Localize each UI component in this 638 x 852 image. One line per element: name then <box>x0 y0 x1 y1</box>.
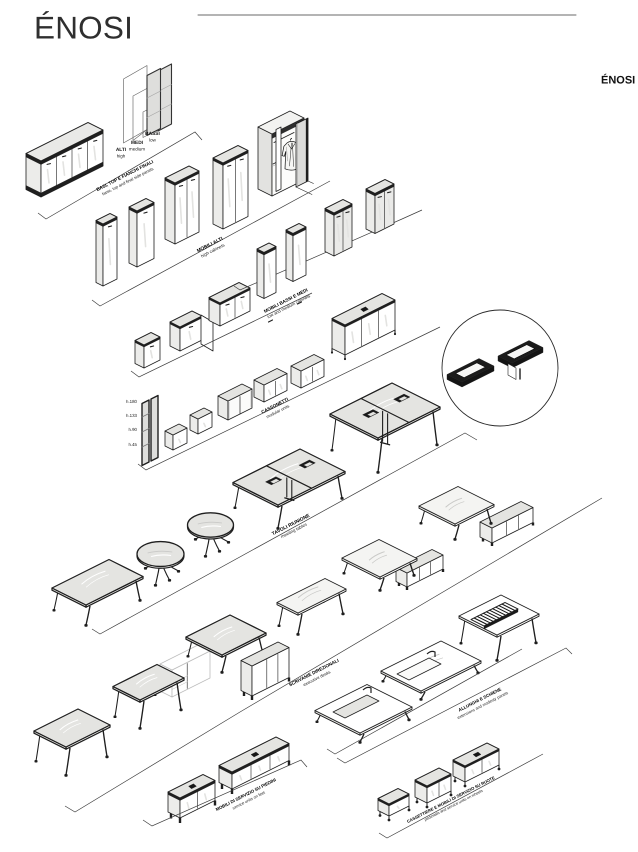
svg-text:MEDI: MEDI <box>131 140 144 146</box>
svg-text:h.133: h.133 <box>126 413 138 418</box>
svg-text:h.45: h.45 <box>128 442 137 447</box>
svg-text:ÉNOSI: ÉNOSI <box>34 10 133 46</box>
svg-text:high: high <box>117 153 126 158</box>
svg-text:h.180: h.180 <box>126 399 138 404</box>
svg-text:ALTI: ALTI <box>116 147 127 153</box>
svg-text:ÉNOSI: ÉNOSI <box>601 74 635 87</box>
svg-text:BASSI: BASSI <box>145 131 160 137</box>
svg-text:h.90: h.90 <box>128 427 137 432</box>
svg-text:low: low <box>149 137 157 142</box>
svg-text:medium: medium <box>129 146 145 151</box>
